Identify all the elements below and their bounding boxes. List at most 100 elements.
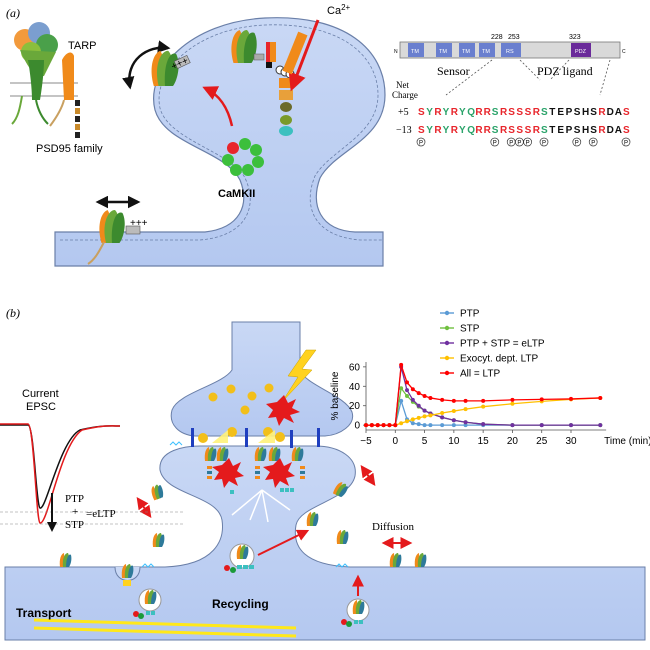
series-point-2	[463, 420, 468, 425]
series-point-3	[428, 413, 433, 418]
cytoskeleton-marks	[141, 441, 349, 568]
series-point-3	[463, 407, 468, 412]
series-point-4	[569, 396, 573, 401]
panel-b-label: (b)	[6, 306, 20, 320]
sequence-residue: R	[484, 125, 492, 136]
svg-text:TM: TM	[462, 49, 470, 55]
sequence-residue: S	[541, 107, 548, 118]
sequence-residue: D	[607, 125, 614, 136]
legend-entry: All = LTP	[460, 369, 500, 380]
calcium-arrow	[288, 19, 320, 92]
series-point-0	[422, 423, 427, 428]
transport-vesicle-2	[341, 598, 370, 627]
phospho-site-icon	[539, 137, 549, 147]
ampar-spine-head	[151, 50, 191, 86]
y-axis-label: % baseline	[330, 371, 341, 420]
calcium-label: Ca2+	[327, 3, 351, 17]
series-point-2	[598, 423, 603, 428]
x-tick-label: 25	[536, 436, 548, 447]
sequence-residue: Y	[459, 107, 466, 118]
series-point-3	[422, 414, 427, 419]
x-tick-label: 15	[478, 436, 490, 447]
sequence-residue: S	[590, 107, 597, 118]
svg-text:228: 228	[491, 34, 503, 41]
series-point-4	[510, 397, 515, 402]
exocytosis-arrow	[257, 529, 310, 556]
sequence-residue: R	[484, 107, 492, 118]
cleft-adhesion	[191, 428, 320, 448]
exocytosis-rays	[231, 489, 291, 523]
phospho-site-icon	[572, 137, 582, 147]
legend-entry: Exocyt. dept. LTP	[460, 354, 539, 365]
pdz-ligand-label: PDZ ligand	[537, 64, 593, 78]
ampar-dendrite	[87, 210, 141, 265]
transport-label: Transport	[16, 606, 71, 620]
microtubules	[33, 618, 297, 638]
sequence-residue: S	[590, 125, 597, 136]
ampar-tarp-complex	[11, 22, 74, 127]
stp-b-label: STP	[65, 519, 84, 531]
sequence-residue: R	[451, 107, 459, 118]
panel-a-label: (a)	[6, 6, 20, 20]
sequence-residue: R	[533, 107, 541, 118]
sequence-residue: Y	[426, 107, 433, 118]
svg-text:TM: TM	[439, 49, 447, 55]
sequence-residue: Y	[443, 125, 450, 136]
tarp-domain-bar: N C TM TM TM TM RS PDZ 228 253 323	[394, 34, 626, 59]
legend-entry: PTP + STP = eLTP	[460, 339, 545, 350]
series-point-0	[399, 398, 404, 403]
series-point-0	[463, 423, 468, 428]
recycling-endosome	[224, 543, 255, 573]
sequence-residue: Y	[426, 125, 433, 136]
presynaptic-terminal	[170, 321, 354, 437]
sequence-residue: R	[451, 125, 459, 136]
sequence-residue: R	[500, 125, 508, 136]
presynaptic-vesicles	[198, 383, 285, 443]
phospho-site-label: P	[542, 141, 546, 147]
series-point-2	[569, 423, 573, 428]
charge-minus13: −13	[396, 125, 412, 136]
sequence-residue: R	[475, 125, 483, 136]
series-point-0	[451, 423, 456, 428]
sequence-residue: S	[418, 107, 425, 118]
y-tick-label: 20	[349, 401, 361, 412]
series-point-3	[416, 415, 421, 420]
flank-arrow-left	[136, 497, 152, 518]
series-point-3	[440, 411, 445, 415]
sequence-residue: R	[434, 107, 442, 118]
sequence-residue: S	[492, 125, 499, 136]
svg-text:TM: TM	[411, 49, 419, 55]
sequence-residue: T	[549, 125, 555, 136]
series-point-2	[410, 397, 415, 402]
series-point-0	[410, 421, 415, 426]
series-point-2	[451, 418, 456, 423]
camkii-holoenzyme	[222, 138, 264, 176]
y-tick-label: 60	[349, 362, 361, 373]
series-point-4	[416, 391, 421, 396]
sequence-residue: S	[418, 125, 425, 136]
sequence-residue: Q	[467, 107, 475, 118]
phospho-site-label: P	[419, 141, 423, 147]
svg-text:323: 323	[569, 34, 581, 41]
phospho-site-label: P	[526, 141, 530, 147]
tarp-label: TARP	[68, 40, 97, 52]
series-point-3	[399, 421, 404, 426]
series-point-4	[399, 362, 404, 367]
phospho-site-label: P	[509, 141, 513, 147]
sequence-residue: A	[615, 107, 622, 118]
series-point-4	[369, 423, 374, 428]
camkii-arrow	[202, 86, 234, 127]
psd95-label: PSD95 family	[36, 143, 103, 155]
series-point-4	[440, 397, 445, 402]
psd95-icon	[75, 100, 80, 138]
series-point-3	[405, 419, 409, 424]
series-point-2	[440, 415, 445, 420]
net-label: Net	[396, 80, 409, 90]
series-point-4	[422, 394, 427, 398]
series-point-4	[428, 395, 433, 400]
x-tick-label: −5	[360, 436, 372, 447]
series-point-2	[405, 388, 409, 393]
series-point-4	[598, 395, 603, 400]
